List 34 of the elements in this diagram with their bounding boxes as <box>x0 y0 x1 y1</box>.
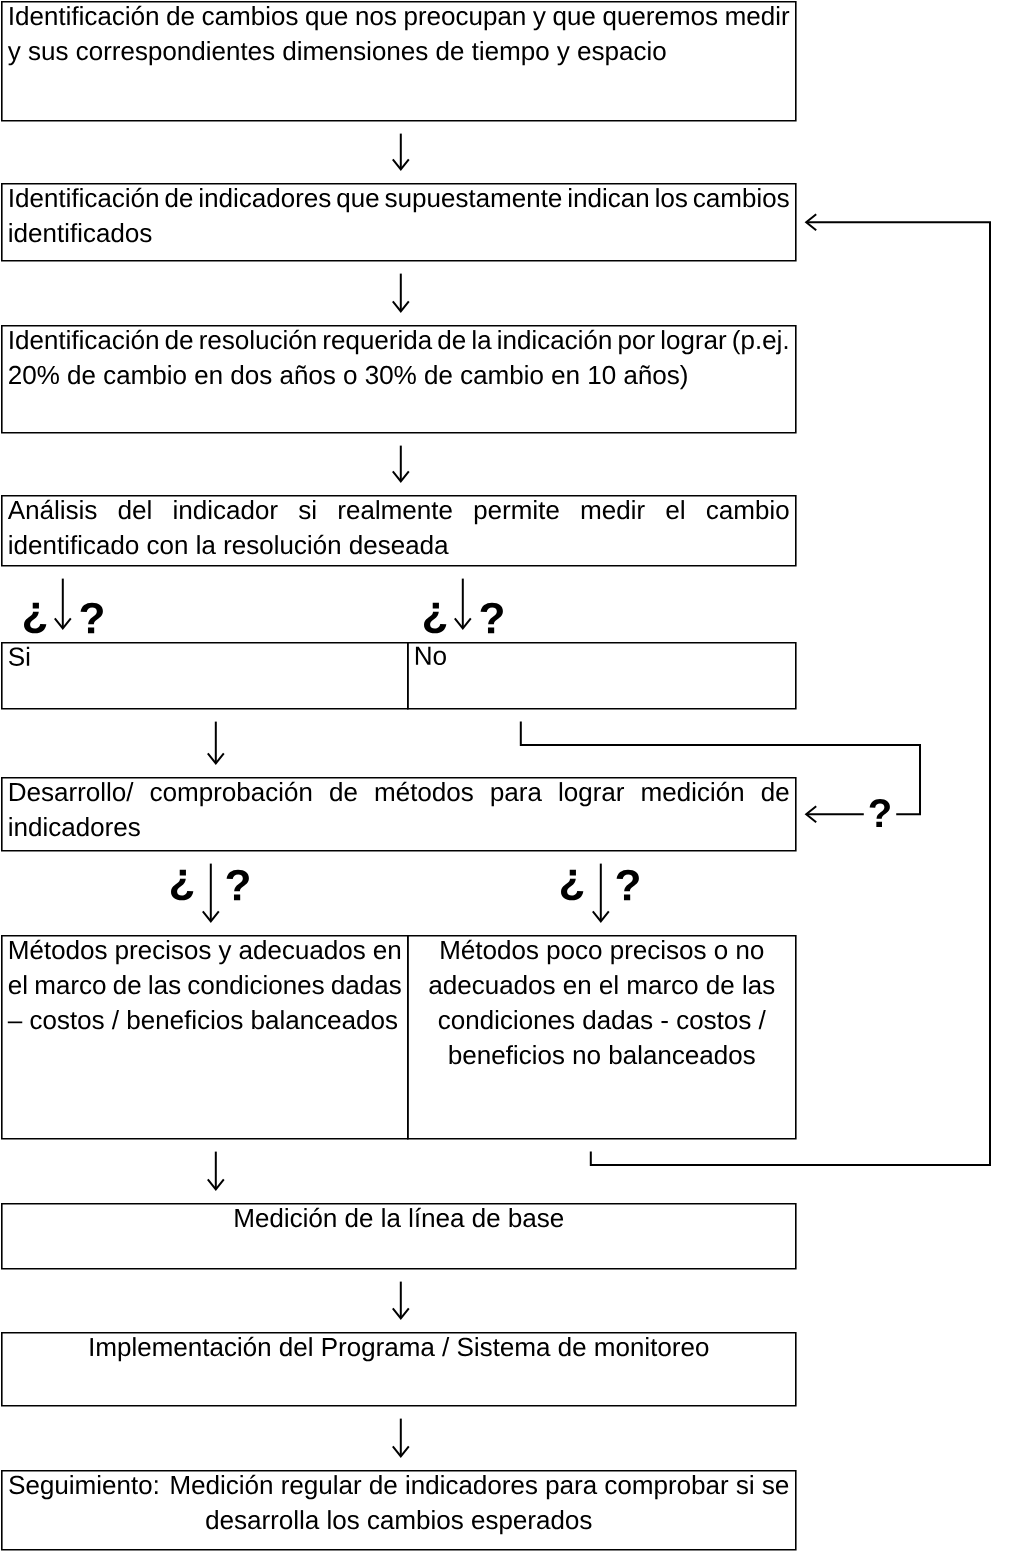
process-box: Identificación de indicadores que supuestamente indican los cambios identificados <box>1 183 797 262</box>
arrow <box>391 1280 410 1320</box>
question-mark: ? <box>80 602 103 634</box>
arrow <box>206 1150 225 1191</box>
question-mark: ¿ <box>424 602 447 634</box>
process-box: Si <box>1 642 409 710</box>
arrow <box>391 444 410 483</box>
arrow <box>591 862 610 923</box>
question-mark: ¿ <box>561 869 584 901</box>
question-mark: ¿ <box>24 602 47 634</box>
process-box: Identificación de resolución requerida de la indicación por lograr (p.ej. 20% de cambio en dos años o 30% de cambio en 10 años) <box>1 325 797 434</box>
arrow <box>391 1417 410 1458</box>
arrow <box>519 720 921 824</box>
arrow <box>589 213 991 1166</box>
process-box: Implementación del Programa / Sistema de monitoreo <box>1 1332 797 1407</box>
arrow <box>391 272 410 313</box>
process-box: No <box>407 642 797 710</box>
arrow <box>391 132 410 171</box>
arrow <box>206 720 225 765</box>
process-box: Identificación de cambios que nos preocupan y que queremos medir y sus correspondientes dimensiones de tiempo y espacio <box>1 1 797 122</box>
edge-label: ? <box>863 795 897 831</box>
process-box: Métodos precisos y adecuados en el marco de las condiciones dadas – costos / beneficios balanceados <box>1 935 409 1140</box>
question-mark: ¿ <box>171 869 194 901</box>
process-box: Análisis del indicador si realmente permite medir el cambio identificado con la resolución deseada <box>1 495 797 567</box>
process-box: Métodos poco precisos o no adecuados en el marco de las condiciones dadas - costos / beneficios no balanceados <box>407 935 797 1140</box>
process-box: Medición de la línea de base <box>1 1203 797 1270</box>
arrow <box>201 862 220 923</box>
process-box: Seguimiento: Medición regular de indicadores para comprobar si se desarrolla los cambios esperados <box>1 1470 797 1551</box>
arrow <box>453 577 472 630</box>
arrow <box>53 577 72 630</box>
question-mark: ? <box>616 869 639 901</box>
process-box: Desarrollo/ comprobación de métodos para lograr medición de indicadores <box>1 777 797 852</box>
question-mark: ? <box>226 869 249 901</box>
question-mark: ? <box>480 602 503 634</box>
